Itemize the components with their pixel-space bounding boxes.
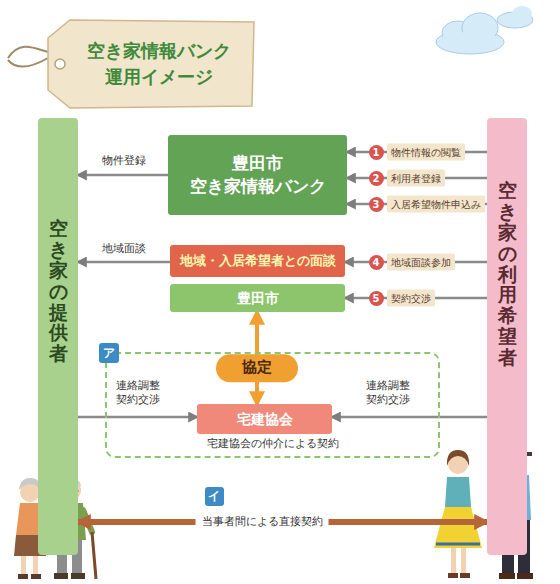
region-caption: 宅建協会の仲介による契約 xyxy=(107,436,438,451)
edge-label: 物件登録 xyxy=(102,154,146,168)
clouds xyxy=(436,6,533,54)
callout-number: 5 xyxy=(369,291,384,306)
callout-number: 1 xyxy=(369,145,384,160)
connector xyxy=(332,416,487,419)
box-label: 地域・入居希望者との面談 xyxy=(180,252,336,270)
provider-band: 空き家の提供者 xyxy=(38,118,78,555)
connector xyxy=(78,261,170,264)
edge-label: 地域面談 xyxy=(102,242,146,256)
band-label: 空き家の提供者 xyxy=(49,218,68,364)
band-label: 空き家の利用希望者 xyxy=(498,180,517,368)
bank-box: 豊田市 空き家情報バンク xyxy=(168,135,347,215)
edge-label: 当事者間による直接契約 xyxy=(196,514,329,530)
step-tag: 地域面談参加 xyxy=(387,254,455,271)
edge-label: 連絡調整 契約交渉 xyxy=(363,379,414,408)
edge-label: 連絡調整 契約交渉 xyxy=(113,379,164,408)
region-badge: ア xyxy=(99,343,119,363)
step-tag: 物件情報の閲覧 xyxy=(387,144,465,161)
agreement-oval: 協定 xyxy=(216,354,298,382)
box-label: 豊田市 xyxy=(237,289,279,308)
connector xyxy=(78,416,197,419)
connector xyxy=(78,174,168,177)
interview-box: 地域・入居希望者との面談 xyxy=(170,245,345,277)
city-box: 豊田市 xyxy=(170,284,345,312)
user-band: 空き家の利用希望者 xyxy=(487,118,527,555)
callout-number: 3 xyxy=(369,197,384,212)
step-tag: 利用者登録 xyxy=(387,170,445,187)
box-label: 豊田市 空き家情報バンク xyxy=(176,152,339,198)
diagram-title: 空き家情報バンク 運用イメージ xyxy=(70,38,248,90)
title-tag xyxy=(8,20,254,108)
step-tag: 入居希望物件申込み xyxy=(387,196,485,213)
callout-number: 2 xyxy=(369,171,384,186)
realtor-box: 宅建協会 xyxy=(197,404,332,434)
step-tag: 契約交渉 xyxy=(387,290,435,307)
route-badge: イ xyxy=(205,487,224,506)
box-label: 宅建協会 xyxy=(237,410,293,429)
callout-number: 4 xyxy=(369,255,384,270)
